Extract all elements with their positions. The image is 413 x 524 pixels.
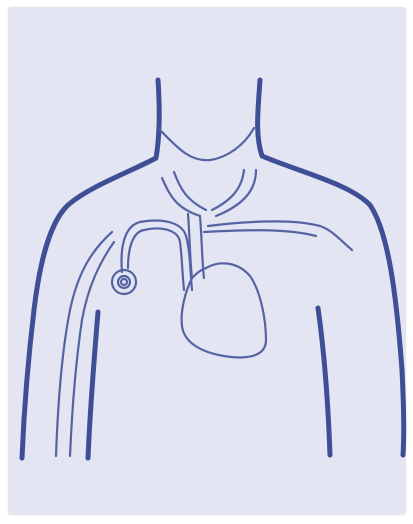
torso-outline-icon [22,80,404,458]
heart-icon [182,263,266,357]
catheter-icon [122,221,192,290]
implanted-port-icon [112,270,136,294]
anatomy-thin-lines [56,128,352,456]
